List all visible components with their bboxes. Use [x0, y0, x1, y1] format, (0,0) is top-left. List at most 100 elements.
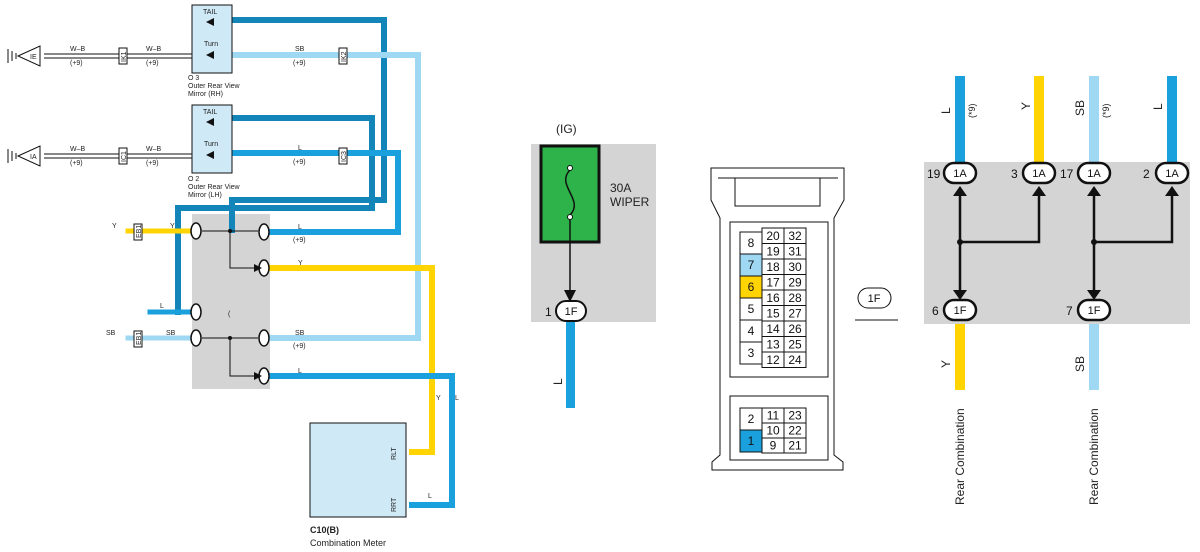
connector-pin-number: 20: [766, 229, 780, 243]
connector-pin-number: 14: [766, 322, 780, 336]
wire-label: W–B: [70, 46, 86, 53]
connector-pin-number: 23: [788, 409, 802, 423]
mirror-lh-code: O 2: [188, 176, 199, 183]
connector-pin-number: 15: [766, 306, 780, 320]
wire-label: (+9): [293, 237, 306, 244]
meter-terminal: RLT: [391, 447, 398, 460]
wire-label: W–B: [146, 146, 162, 153]
fuse-wire-label: L: [551, 378, 565, 385]
junction-lines: [202, 230, 262, 380]
connector-pin-cell: [783, 351, 807, 368]
meter-code: C10(B): [310, 525, 339, 535]
connector-pin-number: 19: [766, 244, 780, 258]
conn-label: IK2: [341, 51, 348, 62]
meter-terminal: RRT: [391, 497, 398, 512]
wire-label: (+9): [70, 160, 83, 167]
fuse-pin: 1: [545, 305, 552, 319]
wire-label: L: [298, 145, 302, 152]
connector-pin-number: 18: [766, 260, 780, 274]
wire-label: Y: [298, 260, 303, 267]
mirror-lh-tail: TAIL: [203, 109, 217, 116]
pin-number: 3: [1011, 167, 1018, 181]
mirror-lh-name1: Outer Rear View: [188, 184, 241, 191]
conn-label: EB1: [136, 332, 143, 345]
ground-icon: [7, 45, 41, 167]
mirror-lh-box: [191, 104, 233, 174]
wire-label: SB: [106, 330, 116, 337]
connector-pin-number: 27: [788, 306, 802, 320]
wire-label: Y: [939, 360, 953, 368]
mirror-lh-turn: Turn: [204, 141, 218, 148]
connector-badges: [942, 161, 1190, 322]
mirror-lh-name2: Mirror (LH): [188, 192, 222, 199]
pin-number: 7: [1066, 304, 1073, 318]
connector-pin-number: 17: [766, 275, 780, 289]
meter-name: Combination Meter: [310, 538, 386, 548]
mirror-rh-name2: Mirror (RH): [188, 91, 223, 98]
connector-pin-number: 7: [748, 258, 755, 272]
wire-label: (+9): [70, 60, 83, 67]
wire-label: W–B: [146, 46, 162, 53]
wire-label: Y: [170, 223, 175, 230]
inline-connectors: [118, 47, 348, 348]
connector-pin-number: 31: [788, 244, 802, 258]
break-mark: (: [228, 311, 231, 318]
conn-label: EB1: [136, 225, 143, 238]
fuse-connector-label: 1F: [565, 306, 578, 318]
wire-label: (+9): [146, 60, 159, 67]
connector-pin-number: 21: [788, 439, 802, 453]
connector-1f-label: 1F: [868, 293, 881, 305]
mirror-rh-name1: Outer Rear View: [188, 83, 241, 90]
wire-label: Y: [1019, 102, 1033, 110]
pin-number: 6: [932, 304, 939, 318]
mirror-rh-code: O 3: [188, 75, 199, 82]
fuse-name: WIPER: [610, 195, 650, 209]
connector-label: 1A: [1165, 168, 1179, 180]
connector-pin-number: 25: [788, 337, 802, 351]
wire-label: L: [298, 224, 302, 231]
connector-pin-number: 16: [766, 291, 780, 305]
right-section: L (*9) Y SB (*9) L 1A 1A 1A 1A 1F 1F 19 …: [924, 76, 1190, 505]
wire-label: SB: [1073, 356, 1087, 372]
connector-pin-number: 4: [748, 324, 755, 338]
conn-label: IC1: [121, 151, 128, 162]
wire-note: (*9): [967, 103, 977, 118]
connector-pin-cell: [783, 437, 807, 454]
fuse-ig-label: (IG): [556, 122, 577, 136]
led-icon: [206, 18, 214, 159]
connector-label: 1A: [953, 168, 967, 180]
connector-label: 1A: [1032, 168, 1046, 180]
pin-number: 19: [927, 167, 941, 181]
connector-pin-number: 11: [767, 409, 780, 423]
wire-label: L: [455, 395, 459, 402]
wire-label: L: [428, 493, 432, 500]
wire-label: L: [1151, 103, 1165, 110]
junction-block: [192, 214, 270, 389]
wire-label: (+9): [146, 160, 159, 167]
connector-pin-number: 3: [748, 346, 755, 360]
wire-label: SB: [1073, 100, 1087, 116]
conn-label: IK1: [121, 51, 128, 62]
wire-label: (+9): [293, 159, 306, 166]
wire-label: Y: [436, 395, 441, 402]
junction-connectors: [190, 222, 270, 385]
wire-label: L: [298, 368, 302, 375]
combination-meter-box: [309, 422, 407, 518]
wire-label: L: [160, 303, 164, 310]
connector-pin-number: 13: [766, 337, 780, 351]
connector-pin-number: 8: [748, 236, 755, 250]
connector-pin-number: 22: [788, 424, 802, 438]
connector-pin-number: 32: [788, 229, 802, 243]
ground-label: IA: [30, 154, 37, 161]
connector-1f-badge: [857, 287, 892, 309]
connector-label: 1A: [1087, 168, 1101, 180]
connector-pin-number: 26: [788, 322, 802, 336]
ground-wires: [44, 53, 192, 159]
connector-pin-number: 28: [788, 291, 802, 305]
connector-label: 1F: [954, 305, 967, 317]
wire-label: SB: [295, 330, 305, 337]
fuse-amps: 30A: [610, 181, 631, 195]
